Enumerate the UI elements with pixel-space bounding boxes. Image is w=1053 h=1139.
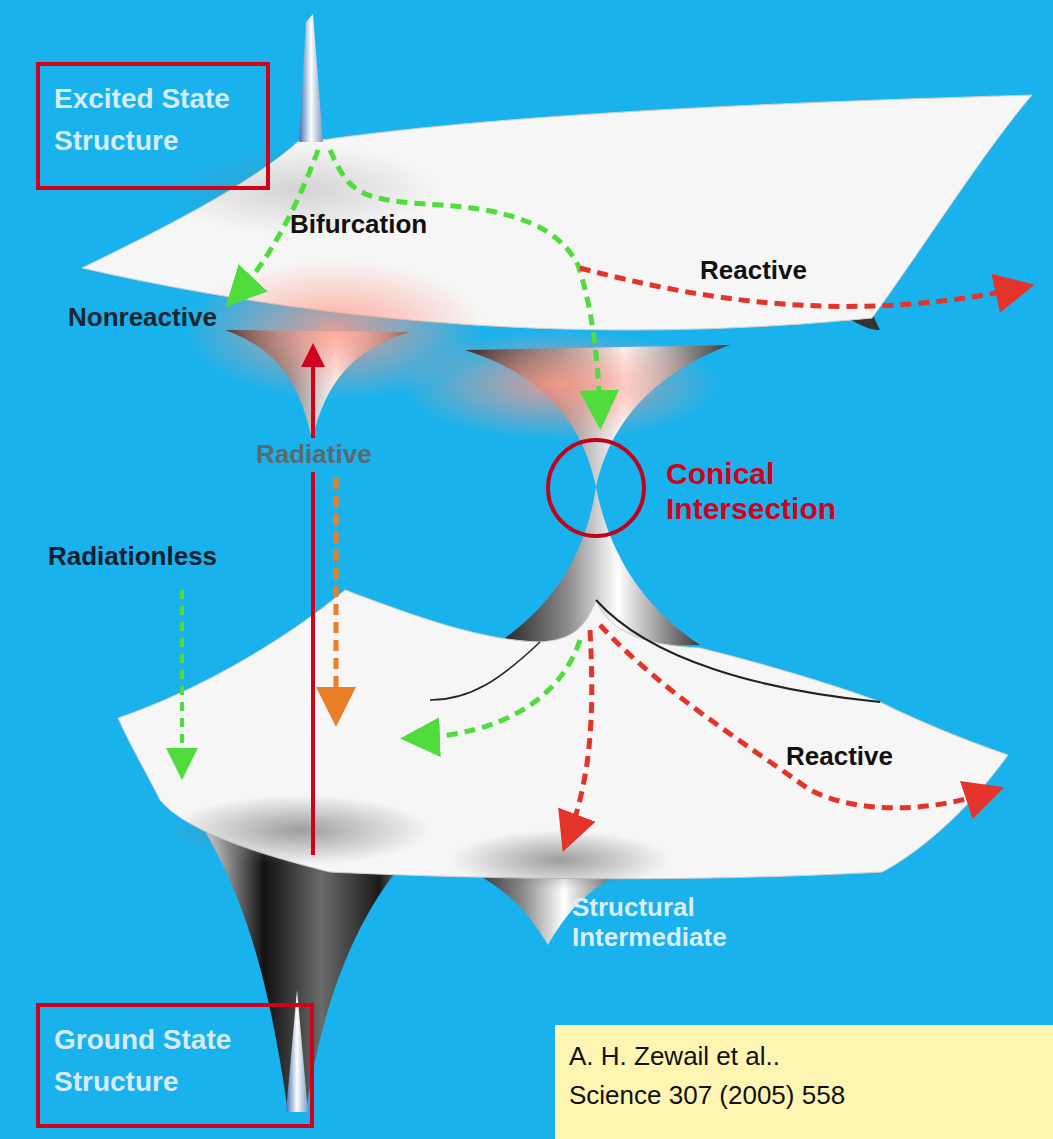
pathway-label: Radiationless xyxy=(48,542,217,572)
pathway-label: Nonreactive xyxy=(68,303,217,333)
pathway-label: Reactive xyxy=(700,256,807,286)
branch-label: Bifurcation xyxy=(290,210,427,240)
citation-box: A. H. Zewail et al.. Science 307 (2005) … xyxy=(555,1025,1053,1139)
node-text: Excited State Structure xyxy=(54,78,252,162)
pathway-label: Radiative xyxy=(252,438,376,472)
state-box: Excited State Structure xyxy=(36,62,270,190)
pathway-label: Reactive xyxy=(786,742,893,772)
node-text: A. H. Zewail et al.. Science 307 (2005) … xyxy=(569,1037,859,1115)
intersection-label: Conical Intersection xyxy=(666,457,866,526)
state-box: Ground State Structure xyxy=(36,1003,314,1128)
intermediate-label: Structural Intermediate xyxy=(572,893,792,953)
node-text: Ground State Structure xyxy=(54,1019,294,1103)
